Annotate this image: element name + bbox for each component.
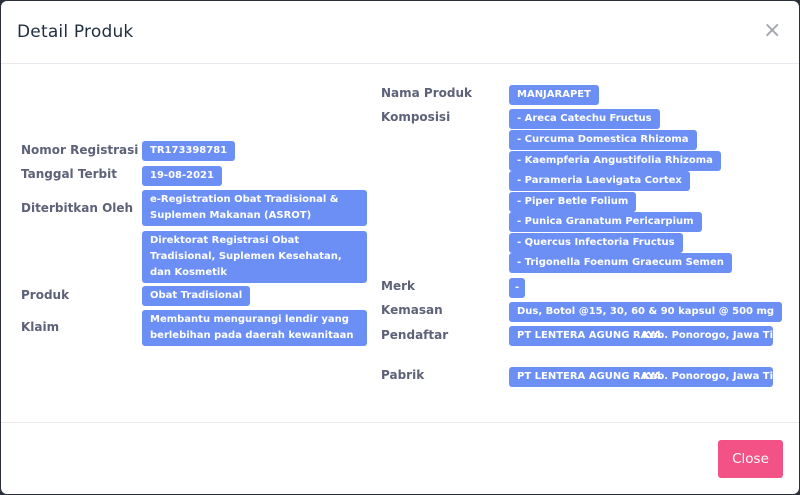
diterbitkan-oleh-label: Diterbitkan Oleh (21, 201, 134, 215)
diterbitkan-oleh-value-2: Direktorat Registrasi Obat Tradisional, … (142, 231, 367, 283)
tanggal-terbit-label: Tanggal Terbit (21, 167, 117, 181)
merk-value: - (509, 278, 526, 298)
pendaftar-label: Pendaftar (381, 328, 449, 342)
pendaftar-location: - Kab. Ponorogo, Jawa Timur (635, 330, 796, 341)
modal-header: Detail Produk × (1, 1, 799, 64)
nama-produk-label: Nama Produk (381, 86, 472, 100)
modal-footer: Close (1, 422, 799, 494)
produk-value: Obat Tradisional (142, 286, 251, 306)
pabrik-name: PT LENTERA AGUNG RAYA (517, 371, 662, 382)
merk-label: Merk (381, 279, 415, 293)
pabrik-label: Pabrik (381, 368, 425, 382)
nomor-registrasi-label: Nomor Registrasi (21, 143, 139, 157)
produk-label: Produk (21, 288, 70, 302)
komposisi-item: - Trigonella Foenum Graecum Semen (509, 253, 732, 273)
nama-produk-value: MANJARAPET (509, 85, 599, 105)
pendaftar-value: PT LENTERA AGUNG RAYA - Kab. Ponorogo, J… (509, 326, 796, 346)
pabrik-value: PT LENTERA AGUNG RAYA - Kab. Ponorogo, J… (509, 367, 796, 387)
pendaftar-name: PT LENTERA AGUNG RAYA (517, 330, 662, 341)
klaim-value: Membantu mengurangi lendir yang berlebih… (142, 310, 367, 346)
kemasan-label: Kemasan (381, 303, 443, 317)
komposisi-item: - Curcuma Domestica Rhizoma (509, 130, 697, 150)
komposisi-item: - Kaempferia Angustifolia Rhizoma (509, 151, 721, 171)
close-button[interactable]: Close (718, 440, 783, 478)
pabrik-location: - Kab. Ponorogo, Jawa Timur (635, 371, 796, 382)
kemasan-value: Dus, Botol @15, 30, 60 & 90 kapsul @ 500… (509, 302, 783, 322)
komposisi-item: - Quercus Infectoria Fructus (509, 233, 683, 253)
komposisi-item: - Piper Betle Folium (509, 192, 637, 212)
komposisi-item: - Areca Catechu Fructus (509, 109, 660, 129)
komposisi-label: Komposisi (381, 110, 451, 124)
tanggal-terbit-value: 19-08-2021 (142, 166, 222, 186)
klaim-label: Klaim (21, 320, 60, 334)
modal-title: Detail Produk (17, 22, 134, 42)
close-icon[interactable]: × (763, 18, 782, 43)
komposisi-item: - Parameria Laevigata Cortex (509, 171, 690, 191)
diterbitkan-oleh-value-1: e-Registration Obat Tradisional & Suplem… (142, 190, 367, 226)
komposisi-item: - Punica Granatum Pericarpium (509, 212, 702, 232)
nomor-registrasi-value: TR173398781 (142, 141, 236, 161)
